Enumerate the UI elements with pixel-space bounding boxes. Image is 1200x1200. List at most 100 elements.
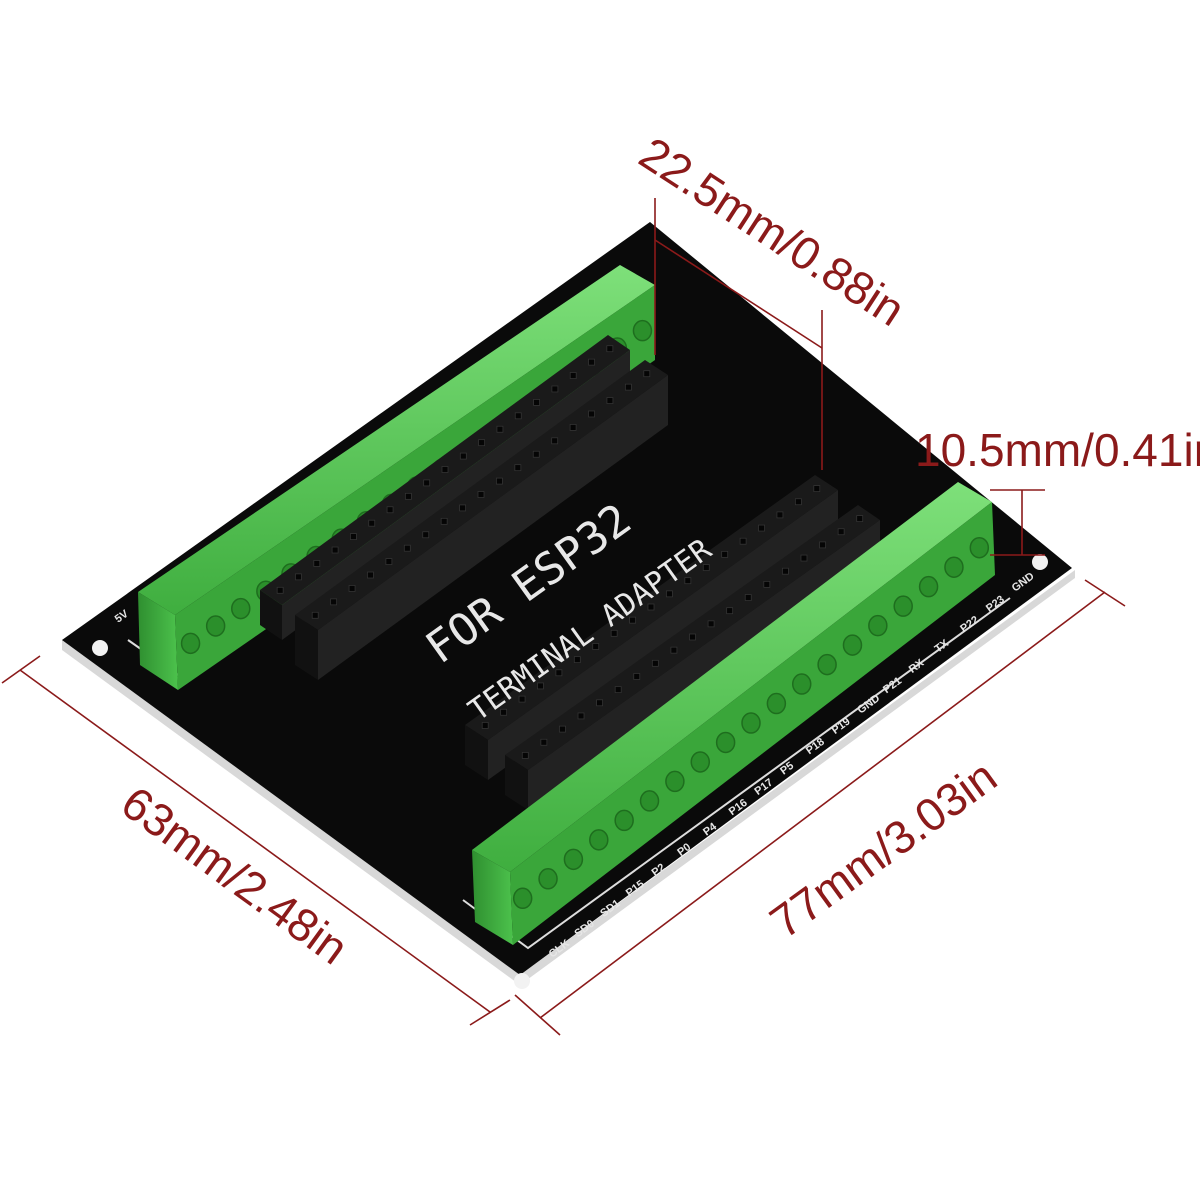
screw-terminal: [639, 790, 660, 812]
header-socket: [643, 370, 651, 378]
screw-terminal: [690, 751, 711, 773]
header-socket: [763, 580, 771, 588]
header-socket: [532, 450, 540, 458]
screw-terminal: [741, 712, 761, 734]
header-socket: [651, 659, 659, 667]
header-socket: [313, 560, 321, 567]
screw-terminal: [538, 868, 558, 890]
header-socket: [633, 673, 641, 680]
header-socket: [856, 515, 864, 522]
header-socket: [477, 491, 485, 498]
header-socket: [813, 485, 821, 492]
screw-terminal: [969, 536, 990, 559]
header-socket: [707, 620, 715, 628]
header-socket: [684, 577, 692, 585]
screw-terminal: [918, 575, 939, 598]
screw-terminal: [817, 653, 837, 676]
header-socket: [537, 682, 544, 690]
header-socket: [441, 466, 449, 473]
header-socket: [496, 477, 503, 485]
header-socket: [311, 611, 319, 619]
mount-hole-right: [1032, 554, 1048, 570]
header-socket: [551, 437, 559, 445]
header-socket: [647, 603, 655, 611]
header-socket: [276, 586, 284, 594]
header-socket: [350, 533, 357, 541]
screw-terminal: [614, 809, 634, 832]
header-socket: [721, 550, 729, 558]
header-socket: [569, 423, 577, 431]
header-socket: [386, 506, 394, 514]
pcb-board: [62, 222, 1072, 975]
header-socket: [555, 669, 563, 677]
header-socket: [666, 590, 673, 598]
header-socket: [610, 629, 618, 637]
header-socket: [331, 546, 339, 554]
header-socket: [588, 410, 595, 418]
header-socket: [540, 738, 548, 746]
header-socket: [629, 616, 636, 624]
header-socket: [592, 643, 600, 650]
header-socket: [385, 558, 393, 566]
header-socket: [596, 699, 604, 707]
header-socket: [481, 722, 489, 729]
header-socket: [330, 598, 338, 606]
header-socket: [624, 383, 632, 391]
dimension-lines: [1, 198, 1126, 1036]
header-socket: [670, 646, 678, 654]
header-socket: [606, 397, 614, 404]
header-socket: [588, 358, 595, 366]
header-socket: [559, 725, 566, 733]
header-socket: [776, 511, 784, 519]
screw-terminal: [205, 615, 226, 637]
screw-terminal: [715, 731, 736, 754]
header-socket: [500, 708, 508, 716]
header-socket: [422, 531, 430, 539]
terminal-block-right: [472, 482, 995, 945]
header-socket: [367, 571, 374, 579]
header-socket: [744, 594, 752, 601]
header-socket: [521, 752, 529, 759]
header-socket: [781, 567, 789, 575]
header-socket: [514, 464, 522, 472]
header-socket: [551, 385, 559, 393]
header-socket: [518, 695, 526, 703]
mount-hole-left: [92, 640, 108, 656]
header-socket: [794, 498, 802, 506]
header-socket: [423, 479, 431, 487]
screw-terminal: [868, 614, 888, 637]
header-socket: [459, 504, 466, 512]
screw-terminal: [632, 319, 653, 342]
screw-terminal: [893, 595, 913, 617]
screw-terminal: [766, 692, 787, 715]
screw-terminal: [512, 887, 533, 910]
screw-terminal: [791, 673, 812, 695]
header-socket: [819, 541, 826, 549]
header-socket: [800, 554, 808, 562]
screw-terminal: [180, 632, 201, 655]
screw-terminal: [665, 770, 685, 793]
header-socket: [758, 524, 765, 532]
header-socket: [478, 439, 486, 447]
header-socket: [514, 412, 522, 420]
screw-terminal: [231, 597, 251, 620]
header-socket: [726, 607, 734, 615]
header-socket: [440, 517, 448, 525]
header-socket: [348, 585, 356, 592]
mount-hole-bottom: [514, 973, 530, 989]
screw-terminal: [842, 634, 863, 656]
header-socket: [689, 633, 696, 641]
header-socket: [606, 345, 614, 353]
screw-terminal: [944, 556, 964, 578]
header-socket: [837, 528, 845, 536]
dimension-right-label: 10.5mm/0.41in: [915, 424, 1200, 476]
header-socket: [496, 425, 504, 433]
header-socket: [739, 537, 747, 545]
header-socket: [577, 712, 585, 720]
header-socket: [295, 573, 302, 581]
header-socket: [404, 492, 412, 500]
screw-terminal: [563, 848, 584, 871]
header-socket: [569, 372, 577, 379]
header-socket: [533, 398, 540, 406]
